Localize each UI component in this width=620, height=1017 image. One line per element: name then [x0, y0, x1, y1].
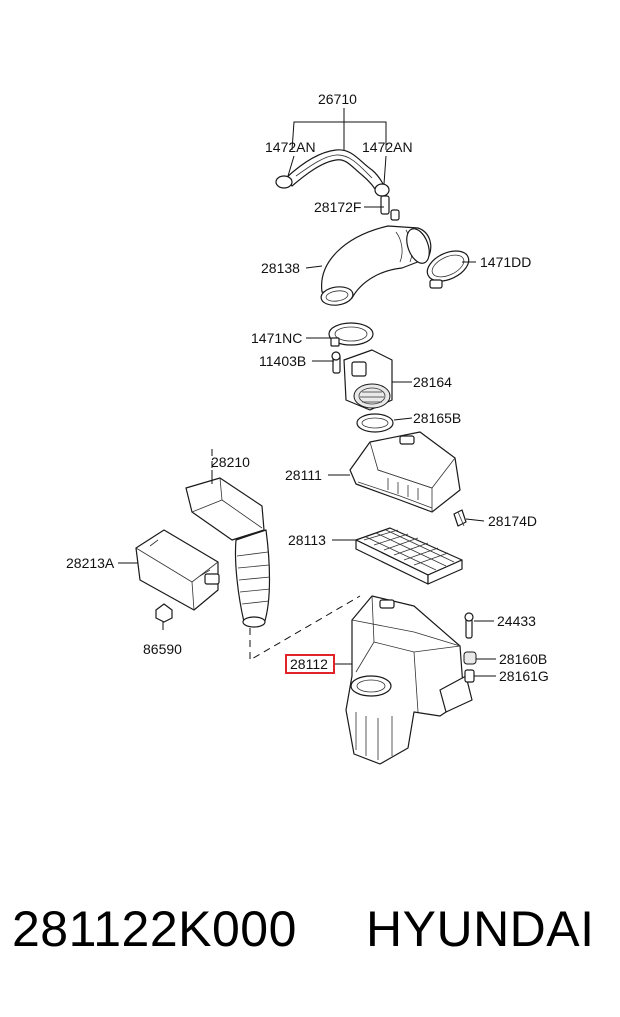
part-label-1472an-right: 1472AN — [362, 139, 413, 155]
part-label-28174d: 28174D — [488, 513, 537, 529]
highlight-box — [285, 654, 335, 674]
part-label-28213a: 28213A — [66, 555, 115, 571]
product-caption: 281122K000 HYUNDAI — [0, 900, 620, 980]
part-number-text: 281122K000 — [12, 901, 297, 957]
part-label-28172f: 28172F — [314, 199, 361, 215]
part-label-28111: 28111 — [285, 467, 322, 483]
upper-cover-drawing — [349, 431, 467, 527]
part-label-28165b: 28165B — [413, 410, 461, 426]
part-labels: 26710 1472AN 1472AN 28172F 28138 1471DD … — [66, 91, 549, 684]
filter-element-drawing — [355, 527, 463, 585]
part-label-1472an-left: 1472AN — [265, 139, 316, 155]
part-label-28160b: 28160B — [499, 651, 547, 667]
part-label-28210: 28210 — [211, 454, 250, 470]
part-label-26710: 26710 — [318, 91, 357, 107]
lower-body-drawing — [345, 595, 477, 765]
leader-lines — [118, 108, 496, 677]
part-label-28164: 28164 — [413, 374, 452, 390]
part-label-28138: 28138 — [261, 260, 300, 276]
brand-text: HYUNDAI — [366, 901, 595, 957]
part-label-1471dd: 1471DD — [480, 254, 531, 270]
intake-hose-drawing — [320, 225, 470, 347]
breather-hose-drawing — [275, 149, 400, 221]
part-label-1471nc: 1471NC — [251, 330, 302, 346]
airflow-sensor-drawing — [331, 349, 394, 433]
part-label-28161g: 28161G — [499, 668, 549, 684]
air-duct-drawing — [135, 529, 220, 623]
part-label-11403b: 11403B — [259, 353, 306, 369]
part-label-28112: 28112 — [290, 656, 328, 672]
part-label-86590: 86590 — [143, 641, 182, 657]
part-label-24433: 24433 — [497, 613, 536, 629]
part-label-28113: 28113 — [288, 532, 326, 548]
resonator-duct-drawing — [185, 477, 271, 628]
